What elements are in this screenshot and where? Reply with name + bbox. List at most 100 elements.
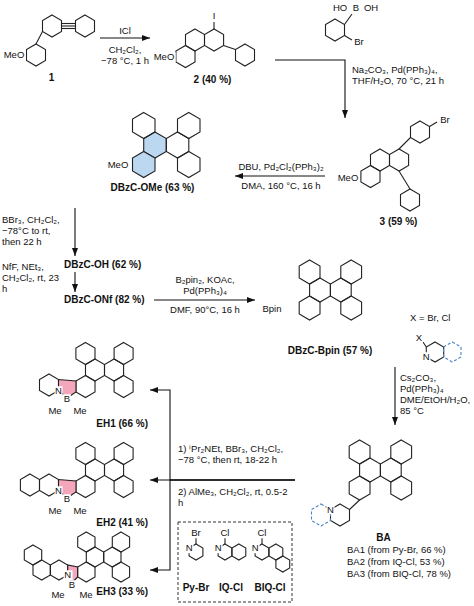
aromatic-ring [341,260,362,284]
aromatic-ring [27,44,46,66]
compound-node: DBzC-OH (62 %) [62,256,154,272]
aromatic-ring [112,562,129,582]
bond-line [224,46,236,50]
reaction-arrow [394,367,395,425]
compound-label: Py-Br [183,582,210,594]
atom-label: B [63,394,71,404]
compound-label: DBzC-OH (62 %) [64,259,141,271]
aromatic-ring [133,152,156,178]
atom-label: Br [190,528,202,538]
aromatic-ring [232,544,246,560]
reaction-arrow [150,390,295,480]
atom-label: Bpin [261,304,282,314]
reagent-label: NfF, NEt₃, CH₂Cl₂, rt, 23 h [2,261,60,294]
bond-line [62,28,76,29]
aromatic-ring [76,476,95,498]
atom-label: MeO [3,50,26,60]
atom-label: N [185,543,194,553]
atom-label: Me [47,406,62,416]
compound-node: DBzC-OMe (63 %) [70,98,235,208]
atom-label: N [54,386,63,396]
atom-label: Me [78,590,93,600]
atom-label: Me [50,590,65,600]
bond-line [345,14,353,25]
aromatic-ring [114,476,133,498]
aromatic-ring [78,562,95,582]
atom-label: N [214,543,223,553]
aromatic-ring [76,443,95,465]
aromatic-ring [76,376,95,398]
condition-text: X = Br, Cl [410,312,472,323]
bond-line [224,538,225,544]
reagent-label: Na₂CO₃, Pd(PPh₃)₄, THF/H₂O, 70 °C, 21 h [352,64,470,86]
atom-label: OH [363,3,379,13]
reaction-arrow [74,208,75,256]
aromatic-ring [349,440,370,464]
bond-line [423,342,426,347]
compound-label: 2 (40 %) [194,74,232,86]
aromatic-ring [401,189,420,211]
reaction-arrow [235,175,325,176]
bond-line [213,22,214,29]
bond-line [261,538,262,544]
aromatic-ring [276,556,290,572]
aromatic-ring [178,113,201,139]
condition-text: DMF, 90°C, 16 h [156,304,254,315]
compound-label: BIQ-Cl [254,582,285,594]
aromatic-ring [391,476,412,500]
atom-label: N [422,352,431,362]
aromatic-ring [133,113,156,139]
aromatic-ring [444,342,461,362]
reagent-frame [178,522,292,602]
atom-label: Cl [220,528,231,538]
aromatic-ring [299,296,320,320]
reagent-label: BBr₃, CH₂Cl₂, −78°C to rt, then 22 h [2,214,68,247]
compound-label: BA [376,532,390,544]
reaction-arrow [100,37,150,38]
reaction-arrow [154,299,255,300]
compound-node: EH1 (66 %) [5,338,150,435]
bond-line [399,171,410,189]
aromatic-ring [326,19,345,41]
aromatic-ring [24,545,41,565]
aromatic-ring [186,29,205,51]
bond-line [430,122,438,127]
condition-text: CH₂Cl₂, −78 °C, 1 h [101,44,149,66]
atom-label: X [415,333,423,343]
reagent-label: ICl [101,25,149,36]
condition-text: DMA, 160 °C, 16 h [238,180,324,191]
aromatic-ring [178,152,201,178]
reaction-arrow [74,272,75,292]
bond-line [36,32,43,45]
compound-node: IQ-Cl [213,524,249,600]
product-list-item: BA3 (from BIQ-Cl, 78 %) [347,568,451,580]
compound-node: 1 [3,2,100,87]
aromatic-ring [76,15,95,37]
reagent-label: Cs₂CO₃, Pd(PPh₃)₄ DME/EtOH/H₂O, 85 °C [400,372,472,416]
aromatic-ring [114,343,133,365]
aromatic-ring [76,343,95,365]
reagent-label: DBU, Pd₂Cl₂(PPh₃)₂ [238,161,324,172]
aromatic-ring [78,532,95,552]
atom-label: B [63,494,71,504]
compound-label: IQ-Cl [219,582,243,594]
reagent-label: 1) ⁱPr₂NEt, BBr₃, CH₂Cl₂, −78 °C, then r… [178,443,292,465]
compound-node: EH2 (41 %) [5,440,150,530]
aromatic-ring [114,443,133,465]
aromatic-ring [341,296,362,320]
atom-label: N [63,570,72,580]
atom-label: B [352,3,360,13]
atom-label: B [68,580,76,590]
bond-line [195,538,196,544]
condition-text: 2) AlMe₃, CH₂Cl₂, rt, 0.5-2 h [178,486,292,508]
aromatic-ring [166,132,189,158]
atom-label: Me [47,506,62,516]
compound-node: BABA1 (from Py-Br, 66 %)BA2 (from IQ-Cl,… [295,425,472,603]
aromatic-ring [114,376,133,398]
reaction-arrow [150,480,295,570]
atom-label: Cl [257,528,268,538]
reaction-arrow [275,60,345,118]
aromatic-ring [43,15,62,37]
aromatic-ring [349,476,370,500]
aromatic-ring [299,260,320,284]
